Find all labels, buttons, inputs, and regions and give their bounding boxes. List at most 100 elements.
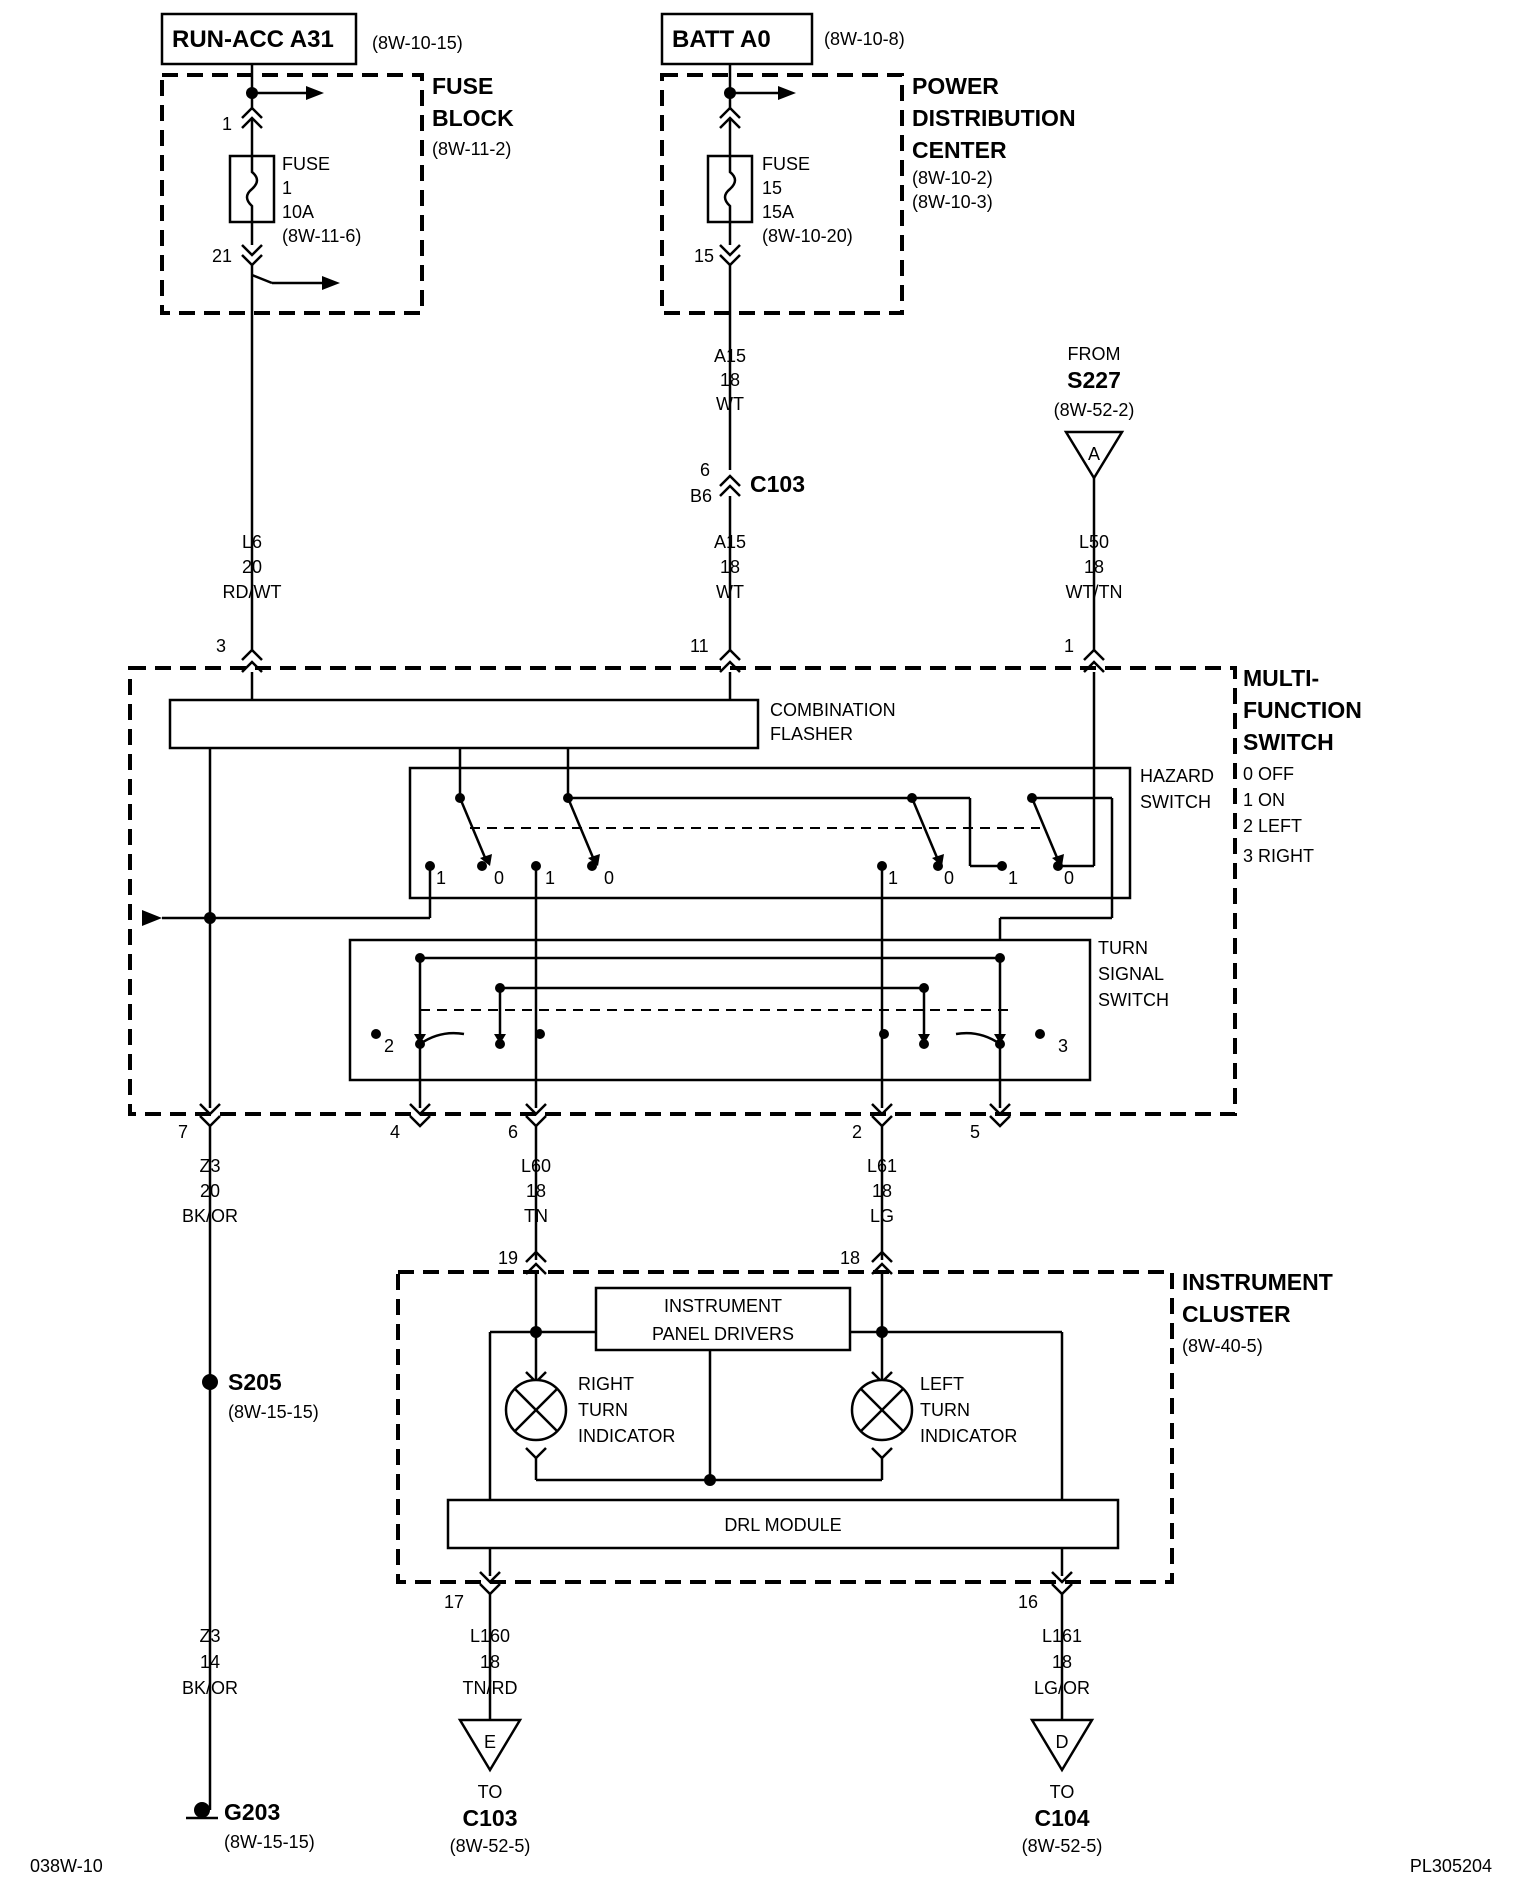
svg-text:7: 7 — [178, 1122, 188, 1142]
svg-text:17: 17 — [444, 1592, 464, 1612]
svg-text:3 RIGHT: 3 RIGHT — [1243, 846, 1314, 866]
ground-path: Z3 20 BK/OR S205 (8W-15-15) Z3 14 BK/OR … — [182, 1126, 319, 1852]
svg-text:COMBINATION: COMBINATION — [770, 700, 896, 720]
svg-text:18: 18 — [720, 557, 740, 577]
svg-text:15A: 15A — [762, 202, 794, 222]
svg-text:10A: 10A — [282, 202, 314, 222]
svg-text:POWER: POWER — [912, 73, 999, 99]
fuse-block: FUSE BLOCK (8W-11-2) 1 FUSE 1 10A (8W-11… — [160, 64, 514, 650]
svg-text:2: 2 — [852, 1122, 862, 1142]
right-turn-indicator-lamp-icon — [504, 1371, 568, 1460]
ground-icon — [186, 1802, 218, 1820]
svg-text:A15: A15 — [714, 532, 746, 552]
svg-text:5: 5 — [970, 1122, 980, 1142]
svg-text:S227: S227 — [1067, 367, 1121, 393]
svg-text:D: D — [1056, 1732, 1069, 1752]
instrument-cluster: INSTRUMENT CLUSTER (8W-40-5) 19 18 INSTR… — [396, 1248, 1333, 1612]
svg-text:6: 6 — [508, 1122, 518, 1142]
svg-text:15: 15 — [694, 246, 714, 266]
svg-text:SIGNAL: SIGNAL — [1098, 964, 1164, 984]
svg-text:Z3: Z3 — [199, 1626, 220, 1646]
svg-text:LEFT: LEFT — [920, 1374, 964, 1394]
svg-text:(8W-52-5): (8W-52-5) — [450, 1836, 531, 1856]
svg-text:2: 2 — [384, 1036, 394, 1056]
svg-text:(8W-52-5): (8W-52-5) — [1022, 1836, 1103, 1856]
svg-text:1: 1 — [282, 178, 292, 198]
svg-text:SWITCH: SWITCH — [1140, 792, 1211, 812]
svg-text:BK/OR: BK/OR — [182, 1678, 238, 1698]
left-turn-indicator-lamp-icon — [850, 1371, 914, 1460]
svg-text:1: 1 — [888, 868, 898, 888]
svg-text:L61: L61 — [867, 1156, 897, 1176]
wire-l6-label: L6 20 RD/WT — [223, 532, 282, 602]
svg-text:FROM: FROM — [1068, 344, 1121, 364]
svg-text:L6: L6 — [242, 532, 262, 552]
svg-text:18: 18 — [840, 1248, 860, 1268]
svg-text:RUN-ACC A31: RUN-ACC A31 — [172, 26, 334, 53]
svg-text:(8W-10-20): (8W-10-20) — [762, 226, 853, 246]
svg-text:SWITCH: SWITCH — [1098, 990, 1169, 1010]
svg-text:16: 16 — [1018, 1592, 1038, 1612]
svg-text:18: 18 — [526, 1181, 546, 1201]
svg-text:WT: WT — [716, 394, 744, 414]
svg-text:1: 1 — [1008, 868, 1018, 888]
svg-text:Z3: Z3 — [199, 1156, 220, 1176]
s227-reference: FROM S227 (8W-52-2) A L50 18 WT/TN — [1054, 344, 1135, 650]
svg-text:RD/WT: RD/WT — [223, 582, 282, 602]
svg-text:PANEL DRIVERS: PANEL DRIVERS — [652, 1324, 794, 1344]
svg-text:WT/TN: WT/TN — [1066, 582, 1123, 602]
svg-text:0: 0 — [604, 868, 614, 888]
wire-l160-path: L160 18 TN/RD E TO C103 (8W-52-5) — [450, 1594, 531, 1856]
svg-text:FUNCTION: FUNCTION — [1243, 697, 1362, 723]
svg-text:L161: L161 — [1042, 1626, 1082, 1646]
svg-text:BATT A0: BATT A0 — [672, 26, 771, 53]
svg-text:TURN: TURN — [920, 1400, 970, 1420]
svg-text:18: 18 — [1084, 557, 1104, 577]
svg-text:DRL MODULE: DRL MODULE — [724, 1515, 841, 1535]
svg-text:FUSE: FUSE — [282, 154, 330, 174]
svg-text:C103: C103 — [750, 471, 805, 497]
svg-text:TN/RD: TN/RD — [463, 1678, 518, 1698]
svg-text:FUSE: FUSE — [762, 154, 810, 174]
svg-text:TURN: TURN — [578, 1400, 628, 1420]
svg-text:0: 0 — [944, 868, 954, 888]
svg-text:(8W-10-3): (8W-10-3) — [912, 192, 993, 212]
svg-text:G203: G203 — [224, 1799, 280, 1825]
svg-text:19: 19 — [498, 1248, 518, 1268]
svg-text:1 ON: 1 ON — [1243, 790, 1285, 810]
svg-text:A: A — [1088, 444, 1100, 464]
svg-text:(8W-15-15): (8W-15-15) — [228, 1402, 319, 1422]
svg-text:18: 18 — [720, 370, 740, 390]
svg-text:11: 11 — [690, 636, 709, 656]
wire-a15-upper-label: A15 18 WT — [714, 346, 746, 414]
svg-text:15: 15 — [762, 178, 782, 198]
power-distribution-center: POWER DISTRIBUTION CENTER (8W-10-2) (8W-… — [660, 64, 1076, 470]
svg-text:LG/OR: LG/OR — [1034, 1678, 1090, 1698]
svg-text:18: 18 — [872, 1181, 892, 1201]
svg-text:1: 1 — [222, 114, 232, 134]
svg-text:TN: TN — [524, 1206, 548, 1226]
svg-text:TO: TO — [1050, 1782, 1075, 1802]
svg-text:4: 4 — [390, 1122, 400, 1142]
svg-text:(8W-15-15): (8W-15-15) — [224, 1832, 315, 1852]
svg-text:0 OFF: 0 OFF — [1243, 764, 1294, 784]
part-code: PL305204 — [1410, 1856, 1492, 1876]
svg-text:L160: L160 — [470, 1626, 510, 1646]
svg-text:C104: C104 — [1035, 1805, 1090, 1831]
svg-text:HAZARD: HAZARD — [1140, 766, 1214, 786]
svg-text:3: 3 — [216, 636, 226, 656]
svg-text:(8W-40-5): (8W-40-5) — [1182, 1336, 1263, 1356]
svg-text:18: 18 — [480, 1652, 500, 1672]
svg-text:(8W-11-6): (8W-11-6) — [282, 226, 361, 246]
svg-text:INDICATOR: INDICATOR — [920, 1426, 1017, 1446]
svg-text:6: 6 — [700, 460, 710, 480]
svg-text:(8W-52-2): (8W-52-2) — [1054, 400, 1135, 420]
run-acc-source: RUN-ACC A31 (8W-10-15) — [160, 12, 463, 66]
multi-function-switch: MULTI- FUNCTION SWITCH 0 OFF 1 ON 2 LEFT… — [128, 636, 1362, 1142]
svg-text:TURN: TURN — [1098, 938, 1148, 958]
svg-text:0: 0 — [494, 868, 504, 888]
svg-text:(8W-10-2): (8W-10-2) — [912, 168, 993, 188]
svg-text:C103: C103 — [463, 1805, 518, 1831]
svg-text:20: 20 — [242, 557, 262, 577]
